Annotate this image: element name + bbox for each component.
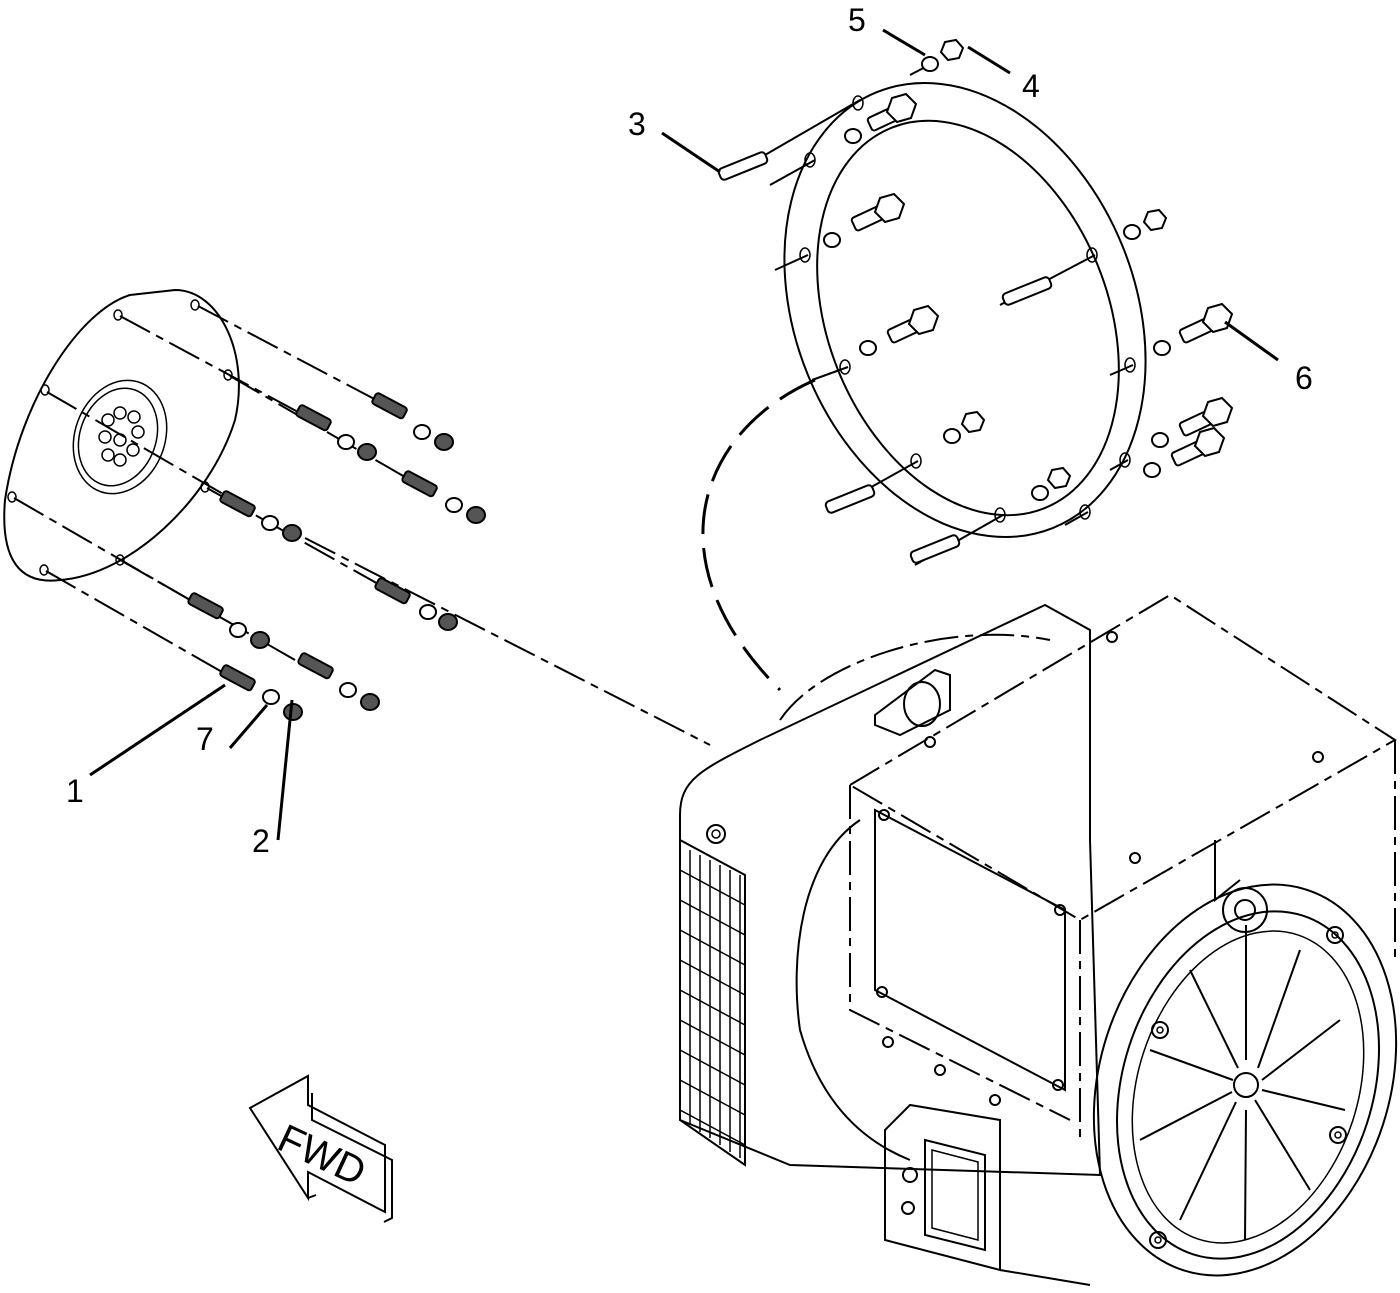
callout-leaders bbox=[89, 28, 1279, 841]
adapter-ring-hardware bbox=[717, 38, 1234, 566]
end-bell bbox=[1092, 840, 1398, 1277]
flex-plate-hardware bbox=[187, 392, 486, 721]
callout-2: 2 bbox=[252, 823, 270, 859]
forward-direction-arrow: FWD bbox=[248, 1074, 393, 1223]
adapter-ring bbox=[783, 81, 1147, 539]
terminal-box bbox=[848, 593, 1397, 1140]
callout-6: 6 bbox=[1295, 360, 1313, 396]
mounting-foot bbox=[884, 1103, 1091, 1286]
fwd-label: FWD bbox=[271, 1116, 372, 1194]
callout-labels: 1 2 3 4 5 6 7 bbox=[66, 2, 1313, 859]
callout-3: 3 bbox=[628, 106, 646, 142]
callout-4: 4 bbox=[1022, 68, 1040, 104]
ring-to-generator-line bbox=[701, 378, 816, 692]
flex-plate-fastener-lines bbox=[13, 305, 711, 746]
callout-7: 7 bbox=[196, 721, 214, 757]
callout-1: 1 bbox=[66, 773, 84, 809]
callout-5: 5 bbox=[848, 2, 866, 38]
hub-bolt-circle bbox=[98, 406, 145, 467]
flex-plate-holes bbox=[7, 299, 233, 576]
generator bbox=[679, 593, 1398, 1286]
air-intake-grille bbox=[679, 838, 746, 1167]
